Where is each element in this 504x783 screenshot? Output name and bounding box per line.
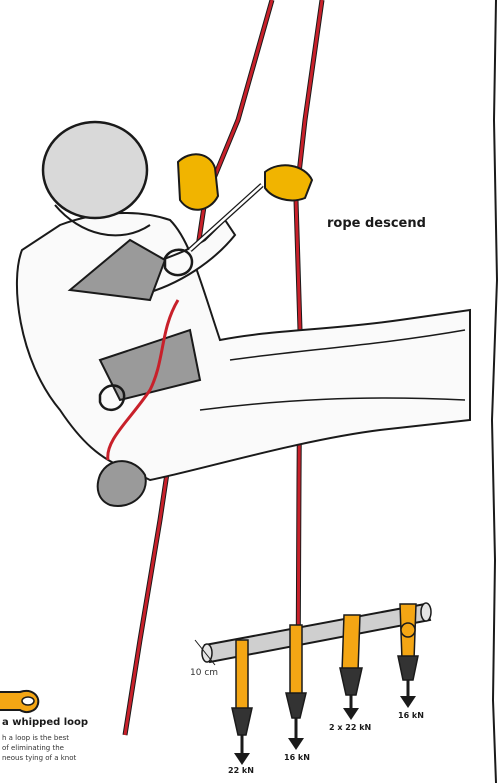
wall-edge: [492, 0, 497, 783]
load-label-2: 16 kN: [284, 753, 310, 762]
rope-clamp: [265, 165, 312, 200]
sling-1: [236, 640, 248, 712]
whipped-loop-heading: a whipped loop: [2, 717, 88, 728]
whipped-loop-text-1: h a loop is the best: [2, 734, 69, 743]
load-arrow-4: [398, 656, 418, 680]
bar-diameter-label: 10 cm: [190, 668, 218, 678]
load-arrow-2: [286, 693, 306, 718]
load-arrow-1: [232, 708, 252, 735]
diagram-title: rope descend: [327, 216, 426, 231]
whipped-loop-text-3: neous tying of a knot: [2, 754, 76, 763]
lower-hand: [98, 461, 146, 506]
climber-body: [17, 213, 470, 480]
load-arrow-3: [340, 668, 362, 695]
load-label-4: 16 kN: [398, 711, 424, 720]
sling-2: [290, 625, 302, 697]
load-label-1: 22 kN: [228, 766, 254, 775]
whipped-loop-text-2: of eliminating the: [2, 744, 64, 753]
sling-3: [342, 615, 360, 672]
descender-device: [178, 154, 218, 209]
helmet: [43, 122, 147, 218]
load-label-3: 2 x 22 kN: [329, 723, 371, 732]
